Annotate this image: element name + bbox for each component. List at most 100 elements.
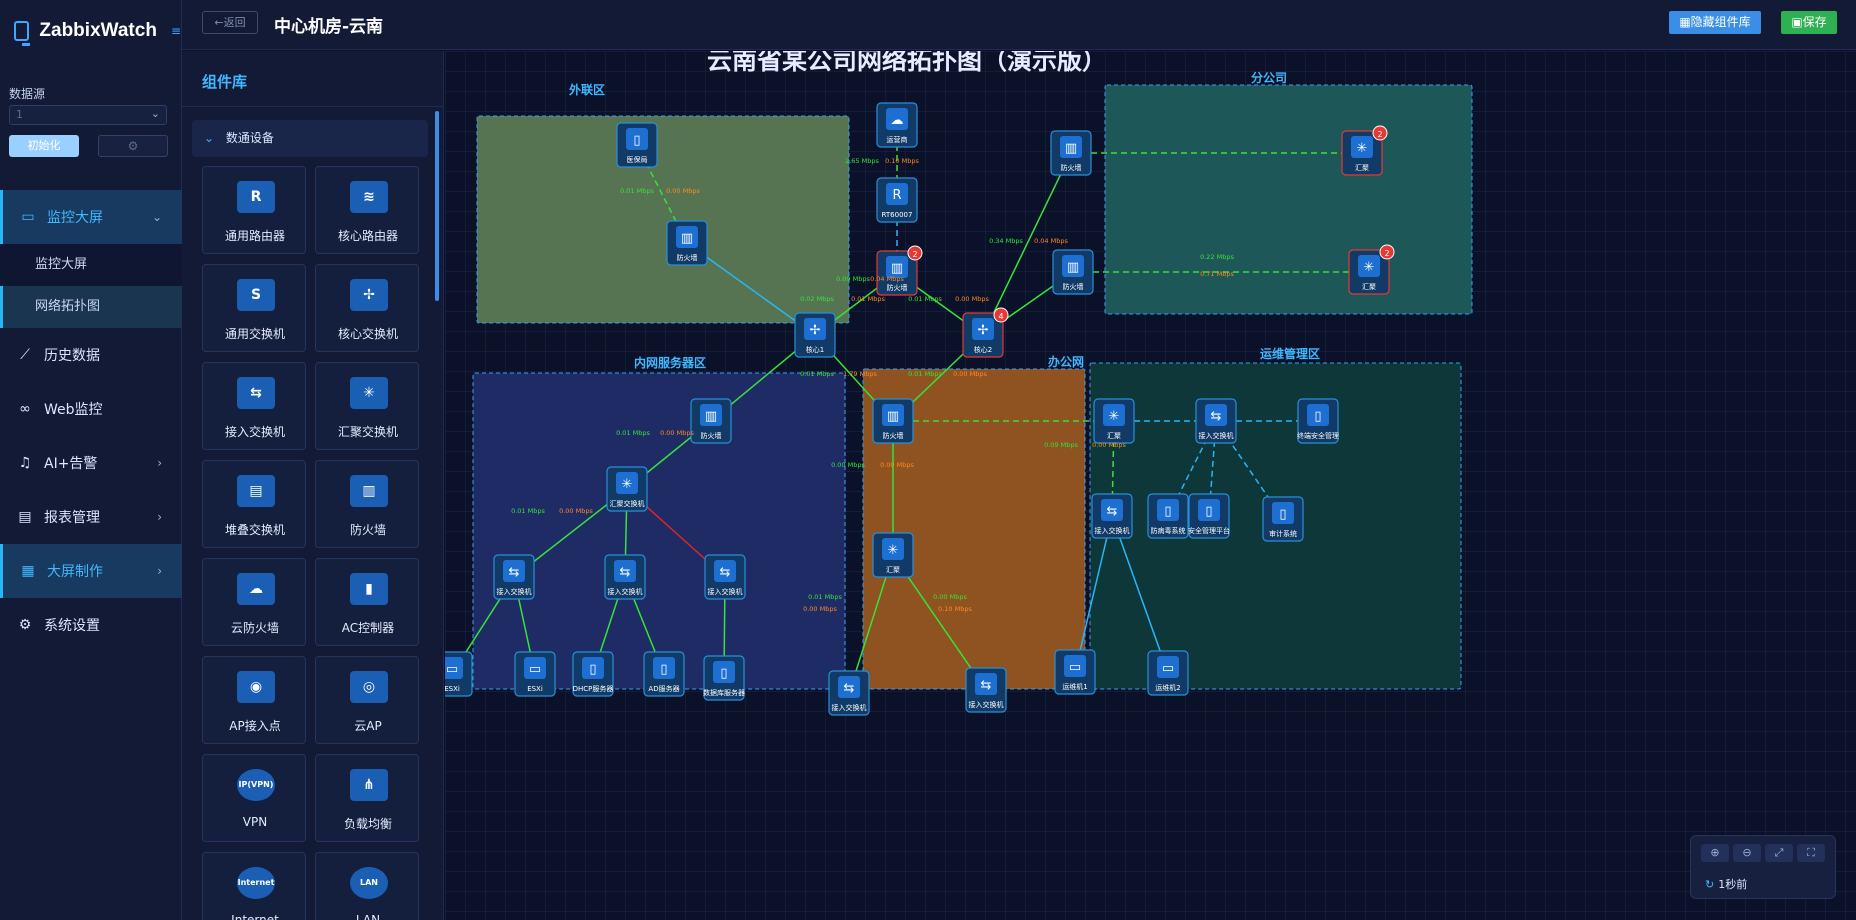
component-card[interactable]: ☁云防火墙 <box>202 558 306 646</box>
submenu-item-network-topology[interactable]: 网络拓扑图 <box>0 286 182 328</box>
device-icon <box>713 661 735 683</box>
rate-label: 0.00 Mbps <box>660 429 694 437</box>
device-label: 汇聚 <box>1107 432 1121 440</box>
chevron-right-icon: › <box>157 510 162 524</box>
device-glyph: ☁ <box>891 113 904 128</box>
menu-item-screen-builder[interactable]: ▦ 大屏制作 › <box>0 544 182 598</box>
component-card[interactable]: ◎云AP <box>315 656 419 744</box>
menu-item-web-monitor[interactable]: ∞ Web监控 <box>0 382 182 436</box>
component-card[interactable]: ✢核心交换机 <box>315 264 419 352</box>
component-label: LAN <box>355 913 381 920</box>
component-card[interactable]: ◉AP接入点 <box>202 656 306 744</box>
back-button[interactable]: ←返回 <box>202 11 258 34</box>
device-glyph: ⇆ <box>720 565 731 580</box>
device-glyph: ▯ <box>1279 507 1286 522</box>
device-icon <box>614 560 636 582</box>
component-card[interactable]: ▥防火墙 <box>315 460 419 548</box>
gear-icon[interactable]: ⚙ <box>98 135 168 157</box>
device-glyph: ▭ <box>1069 660 1081 675</box>
link-line <box>1167 420 1217 517</box>
link-line <box>686 242 816 336</box>
device-label: 终端安全管理 <box>1297 431 1339 440</box>
component-card[interactable]: ≋核心路由器 <box>315 166 419 254</box>
menu-label: 大屏制作 <box>47 564 103 580</box>
zoom-out-icon[interactable]: ⊖ <box>1733 844 1761 862</box>
link-line <box>1111 515 1169 674</box>
fit-view-icon[interactable]: ⤢ <box>1765 844 1793 862</box>
rate-label: 0.00 Mbps <box>831 461 865 469</box>
device-icon <box>503 560 525 582</box>
device-icon: ⋔ <box>350 769 388 801</box>
component-card[interactable]: ▮AC控制器 <box>315 558 419 646</box>
device-glyph: ▭ <box>446 662 458 677</box>
datasource-label: 数据源 <box>9 87 46 101</box>
device-glyph: ▯ <box>1205 504 1212 519</box>
device-glyph: R <box>892 188 901 203</box>
device-glyph: ✳ <box>622 477 633 492</box>
component-label: 负载均衡 <box>343 817 392 831</box>
device-label: 安全管理平台 <box>1188 526 1230 535</box>
component-card[interactable]: ▤堆叠交换机 <box>202 460 306 548</box>
monitor-logo-icon <box>14 21 31 46</box>
component-card[interactable]: IP(VPN)VPN <box>202 754 306 842</box>
component-label: Internet <box>231 913 279 920</box>
device-icon <box>445 657 463 679</box>
device-glyph: ⇆ <box>509 565 520 580</box>
zoom-in-icon[interactable]: ⊕ <box>1701 844 1729 862</box>
save-button[interactable]: ▣保存 <box>1781 11 1837 34</box>
menu-label: 监控大屏 <box>47 210 103 226</box>
device-label: 接入交换机 <box>832 703 867 712</box>
device-glyph: ▭ <box>529 662 541 677</box>
component-card[interactable]: ⇆接入交换机 <box>202 362 306 450</box>
zone-2 <box>472 372 846 690</box>
zone-label: 分公司 <box>1251 70 1287 85</box>
device-label: ESXi <box>527 685 543 693</box>
datasource-select[interactable]: 1 ⌄ <box>9 105 167 125</box>
device-glyph: ✢ <box>978 323 989 338</box>
menu-item-reports[interactable]: ▤ 报表管理 › <box>0 490 182 544</box>
device-label: 运维机2 <box>1155 683 1180 692</box>
page-title: 中心机房-云南 <box>274 17 384 37</box>
menu-item-ai-alert[interactable]: ♫ AI+告警 › <box>0 436 182 490</box>
collapse-menu-icon[interactable]: ≡ <box>170 24 181 38</box>
refresh-status[interactable]: ↻1秒前 <box>1705 876 1747 892</box>
library-title: 组件库 <box>202 73 248 91</box>
device-icon <box>1101 499 1123 521</box>
device-label: 核心1 <box>806 345 824 354</box>
submenu-item-monitor-screen[interactable]: 监控大屏 <box>35 257 88 272</box>
device-label: 接入交换机 <box>497 587 532 596</box>
scrollbar[interactable] <box>435 111 439 301</box>
device-label: 防病毒系统 <box>1151 526 1186 535</box>
device-label: 防火墙 <box>887 283 908 292</box>
device-icon: R <box>237 181 275 213</box>
fullscreen-icon[interactable]: ⛶ <box>1797 844 1825 862</box>
device-glyph: ▥ <box>681 231 693 246</box>
component-card[interactable]: ✳汇聚交换机 <box>315 362 419 450</box>
menu-item-settings[interactable]: ⚙ 系统设置 <box>0 598 182 652</box>
device-label: 接入交换机 <box>1199 431 1234 440</box>
rate-label: 0.00 Mbps <box>666 187 700 195</box>
device-label: DHCP服务器 <box>573 684 614 693</box>
component-label: 核心交换机 <box>337 327 398 341</box>
component-card[interactable]: ⋔ 负载均衡 <box>315 754 419 842</box>
init-button[interactable]: 初始化 <box>9 135 79 157</box>
device-icon <box>1205 404 1227 426</box>
library-group-header[interactable]: ⌄ 数通设备 <box>192 120 428 157</box>
alarm-badge <box>1379 244 1395 260</box>
hide-library-button[interactable]: ▦隐藏组件库 <box>1669 11 1761 34</box>
zoom-panel: ⊕ ⊖ ⤢ ⛶ ↻1秒前 <box>1690 835 1836 899</box>
topology-diagram: 外联区分公司内网服务器区办公网运维管理区云南省某公司网络拓扑图（演示版）▯医保局… <box>445 51 1473 716</box>
device-label: 核心2 <box>974 345 992 354</box>
menu-item-history[interactable]: ⟋ 历史数据 <box>0 328 182 382</box>
app-name: ZabbixWatch <box>39 20 157 41</box>
menu-item-monitor-screen[interactable]: ▭ 监控大屏 ⌄ <box>0 190 182 244</box>
device-glyph: ▯ <box>589 662 596 677</box>
topology-canvas[interactable]: 外联区分公司内网服务器区办公网运维管理区云南省某公司网络拓扑图（演示版）▯医保局… <box>445 51 1856 920</box>
device-label: 接入交换机 <box>708 587 743 596</box>
